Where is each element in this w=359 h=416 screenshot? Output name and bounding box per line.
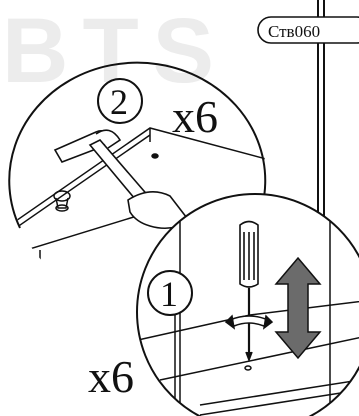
step-2-number: 2 [110, 82, 128, 122]
step-2-quantity: x6 [172, 91, 218, 142]
step-1-number: 1 [160, 274, 178, 314]
part-label-badge: Ств060 [258, 17, 359, 43]
part-label: Ств060 [268, 22, 320, 41]
step-1-quantity: x6 [88, 351, 134, 402]
